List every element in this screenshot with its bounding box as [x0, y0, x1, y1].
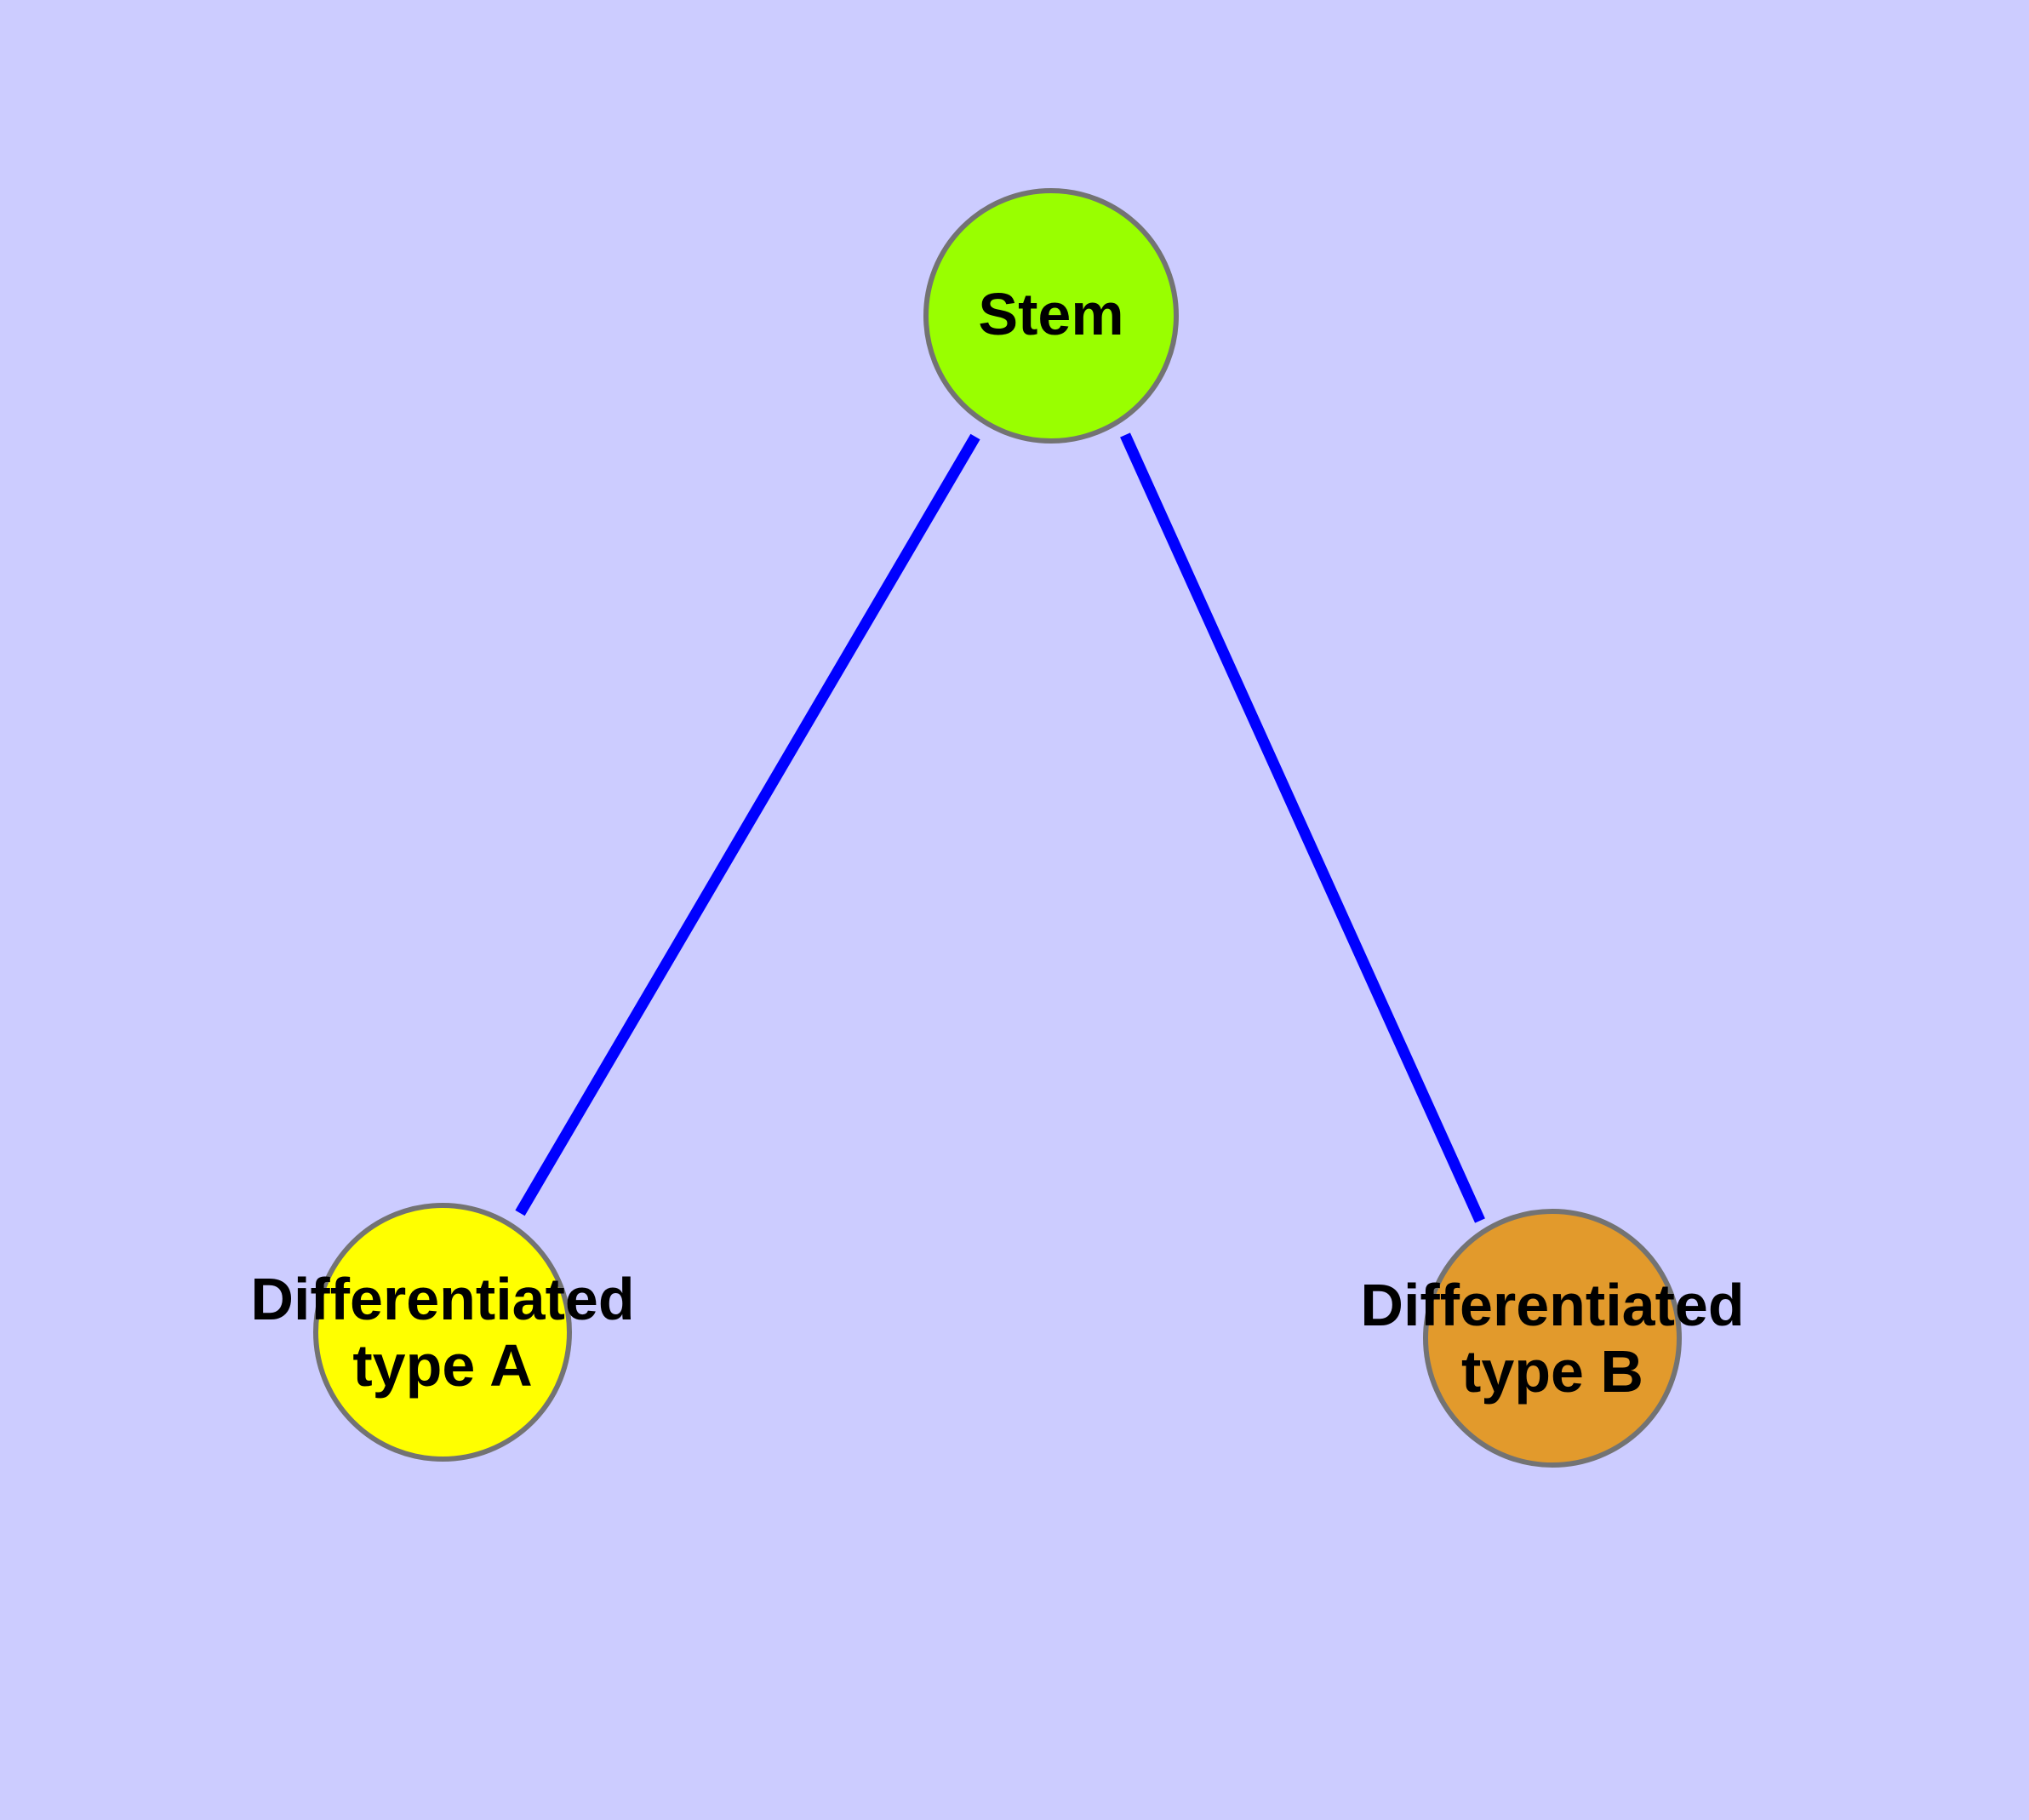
- edge-stem-to-differentiated-type-b: [1120, 432, 1485, 1223]
- node-differentiated-type-b[interactable]: [1423, 1209, 1682, 1468]
- node-stem[interactable]: [923, 188, 1179, 444]
- edge-stem-to-differentiated-type-a: [515, 433, 980, 1216]
- node-differentiated-type-a[interactable]: [313, 1203, 572, 1462]
